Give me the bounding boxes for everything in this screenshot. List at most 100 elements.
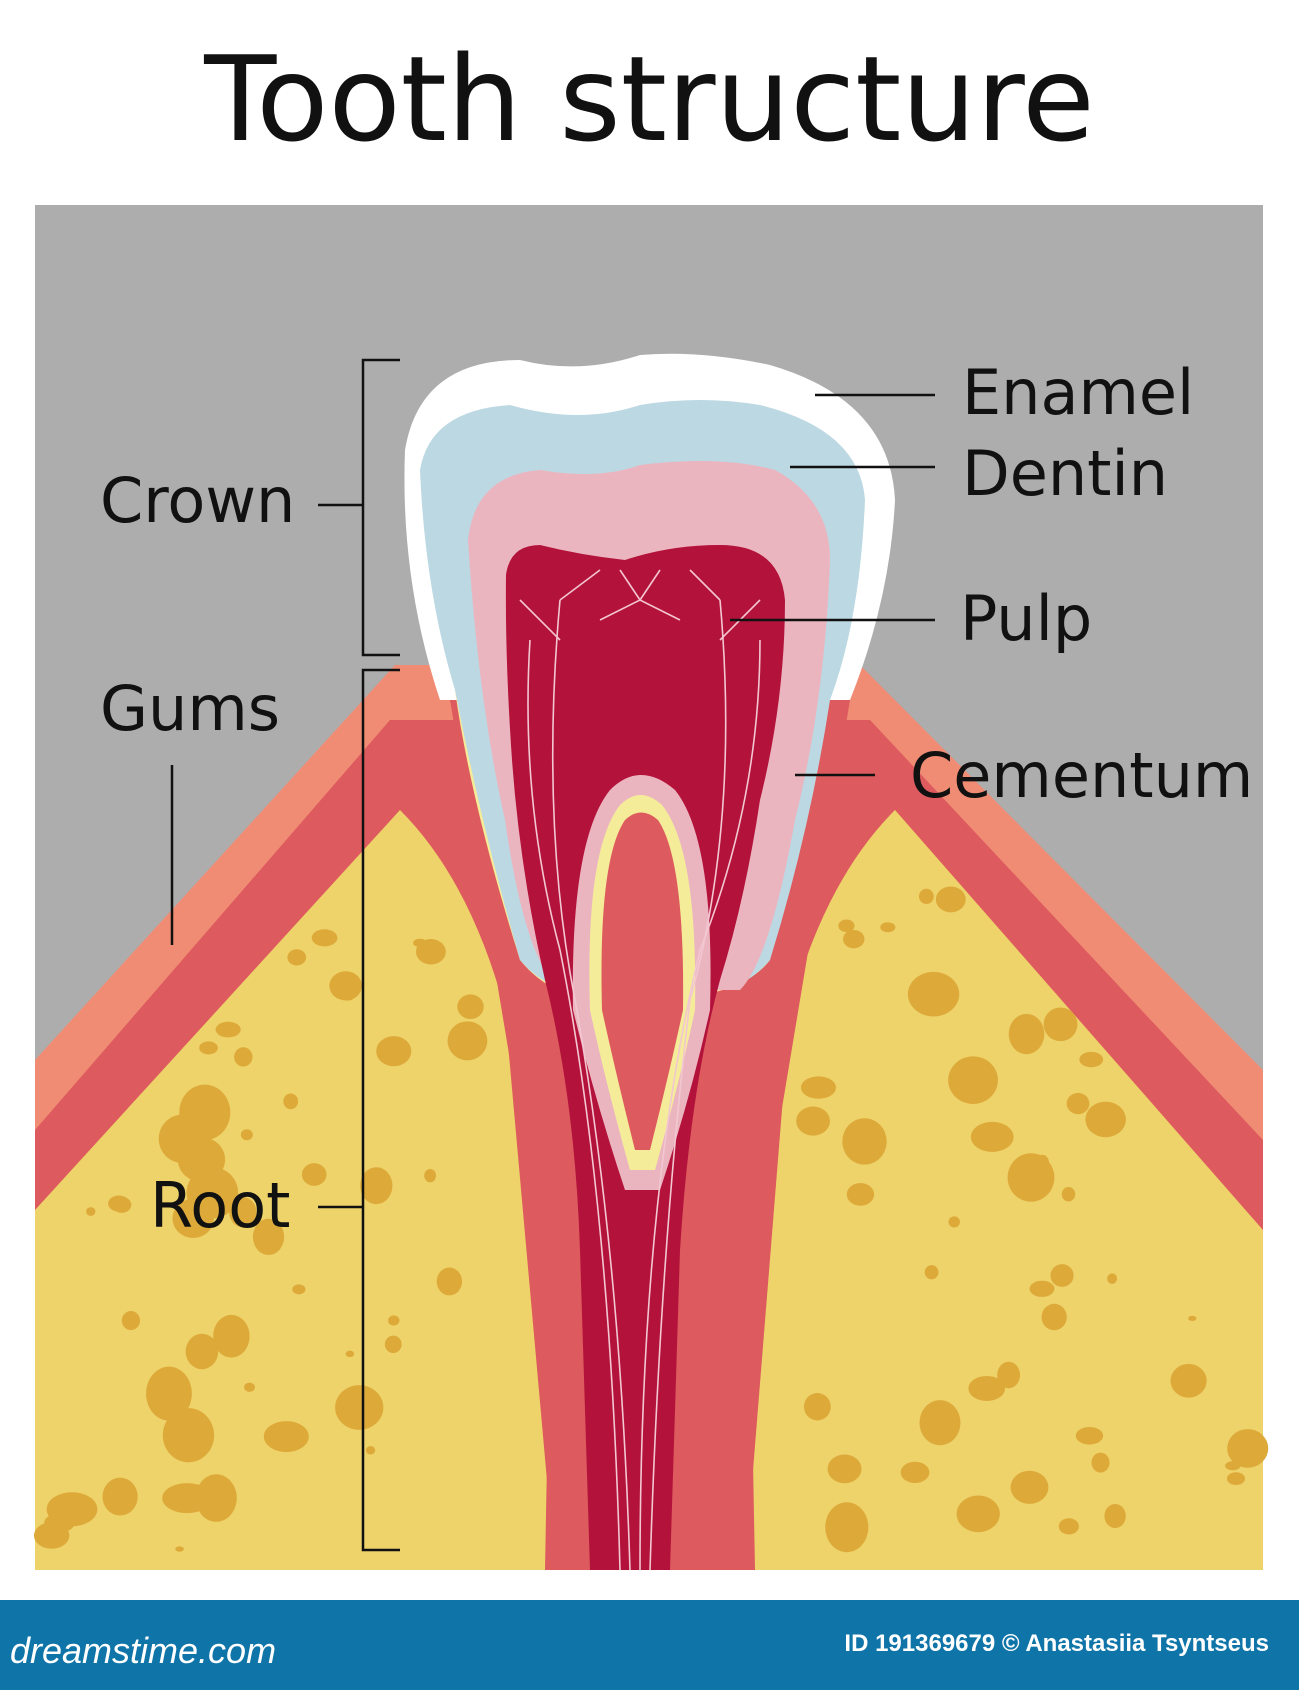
- bone-spot: [1085, 1101, 1126, 1138]
- bone-spot: [1029, 1280, 1055, 1297]
- bone-spot: [292, 1284, 306, 1295]
- dentin-label: Dentin: [962, 437, 1169, 510]
- enamel-label: Enamel: [962, 356, 1195, 429]
- bone-spot: [424, 1168, 437, 1183]
- bone-spot: [935, 886, 966, 913]
- cementum-label: Cementum: [910, 739, 1254, 812]
- gums-label: Gums: [100, 672, 281, 745]
- bone-spot: [827, 1454, 862, 1484]
- bone-spot: [162, 1408, 215, 1463]
- footer-credit: ID 191369679 © Anastasiia Tsyntseus: [844, 1630, 1269, 1657]
- bone-spot: [311, 929, 338, 947]
- bone-spot: [846, 1183, 875, 1206]
- bone-spot: [360, 1167, 393, 1205]
- bone-spot: [365, 1445, 376, 1455]
- bone-spot: [1188, 1315, 1197, 1322]
- root-label: Root: [150, 1169, 291, 1242]
- bone-spot: [339, 985, 357, 1001]
- bone-spot: [158, 1114, 207, 1164]
- bone-spot: [244, 1382, 255, 1392]
- bone-spot: [436, 1267, 463, 1296]
- bone-spot: [1007, 1153, 1055, 1202]
- bone-spot: [121, 1311, 141, 1331]
- bone-spot: [880, 922, 896, 933]
- bone-spot: [376, 1036, 412, 1067]
- bone-spot: [86, 1207, 96, 1216]
- bone-spot: [948, 1216, 960, 1228]
- bone-spot: [800, 1076, 837, 1099]
- bone-spot: [172, 1198, 214, 1239]
- bone-spot: [1075, 1426, 1104, 1445]
- bone-spot: [199, 1041, 218, 1055]
- right-pointers: [730, 393, 935, 777]
- bone-spot: [240, 1129, 253, 1141]
- bone-spot: [283, 1093, 299, 1110]
- bone-spot: [162, 1483, 212, 1514]
- bone-spot: [457, 994, 484, 1020]
- bone-spot: [335, 1385, 384, 1430]
- footer-brand[interactable]: dreamstime.com: [10, 1630, 277, 1671]
- bone-spot: [229, 1197, 257, 1228]
- bone-spot: [1226, 1472, 1246, 1485]
- bone-spot: [1091, 1452, 1110, 1473]
- bone-spot: [1050, 1264, 1074, 1287]
- bone-spot: [195, 1474, 237, 1522]
- bone-spot: [1008, 1013, 1045, 1055]
- bone-spot: [1104, 1503, 1126, 1529]
- bone-spot: [388, 1315, 400, 1326]
- bone-spot: [1066, 1092, 1090, 1115]
- bone-spot: [102, 1477, 138, 1516]
- footer-bar: dreamstime.com ID 191369679 © Anastasiia…: [0, 1600, 1299, 1690]
- bone-spot: [907, 971, 960, 1017]
- bone-spot: [948, 1056, 998, 1104]
- bone-spot: [287, 949, 307, 966]
- bone-spot: [1170, 1363, 1207, 1398]
- bone-spot: [1058, 1518, 1079, 1535]
- bone-right: [745, 810, 1263, 1570]
- bone-spot: [838, 919, 855, 933]
- bone-spot: [796, 1106, 830, 1136]
- bone-spot: [1043, 1007, 1078, 1042]
- bone-spot: [970, 1121, 1014, 1152]
- bone-spot: [301, 1163, 327, 1186]
- bone-spot: [185, 1333, 219, 1370]
- bone-spot: [803, 1393, 831, 1421]
- crown-bracket: [318, 358, 400, 657]
- bone-spot: [997, 1361, 1021, 1389]
- root-bracket: [318, 668, 400, 1552]
- bone-spot: [108, 1195, 130, 1212]
- bone-spot: [825, 1502, 869, 1553]
- pulp-window-gum: [601, 812, 684, 1150]
- bone-spot: [1010, 1470, 1049, 1504]
- bone-spots: [33, 886, 1269, 1553]
- bone-spot: [918, 888, 934, 904]
- pulp-label: Pulp: [960, 582, 1093, 655]
- bone-spot: [919, 1400, 961, 1446]
- bone-spot: [215, 1021, 241, 1038]
- bone-spot: [33, 1522, 70, 1549]
- bone-spot: [175, 1546, 184, 1552]
- bone-spot: [968, 1375, 1006, 1401]
- crown-label: Crown: [100, 464, 296, 537]
- bone-spot: [413, 938, 427, 948]
- bone-spot: [924, 1265, 939, 1280]
- bone-spot: [956, 1495, 1000, 1533]
- bone-spot: [252, 1218, 285, 1256]
- bone-spot: [1061, 1187, 1076, 1202]
- bone-spot: [843, 929, 865, 949]
- diagram-title: Tooth structure: [204, 30, 1095, 168]
- bone-spot: [213, 1314, 250, 1358]
- bone-spot: [900, 1461, 930, 1484]
- nerve-lines: [519, 569, 761, 1571]
- bone-spot: [234, 1047, 253, 1067]
- bone-spot: [1079, 1051, 1104, 1068]
- bone-spot: [447, 1021, 488, 1061]
- bone-spot: [1041, 1303, 1067, 1331]
- bone-spot: [345, 1350, 355, 1358]
- bone-spot: [1227, 1429, 1269, 1468]
- bone-spot: [384, 1335, 402, 1354]
- bone-spot: [842, 1118, 887, 1165]
- bone-spot: [1107, 1273, 1118, 1284]
- bone-spot: [263, 1421, 309, 1453]
